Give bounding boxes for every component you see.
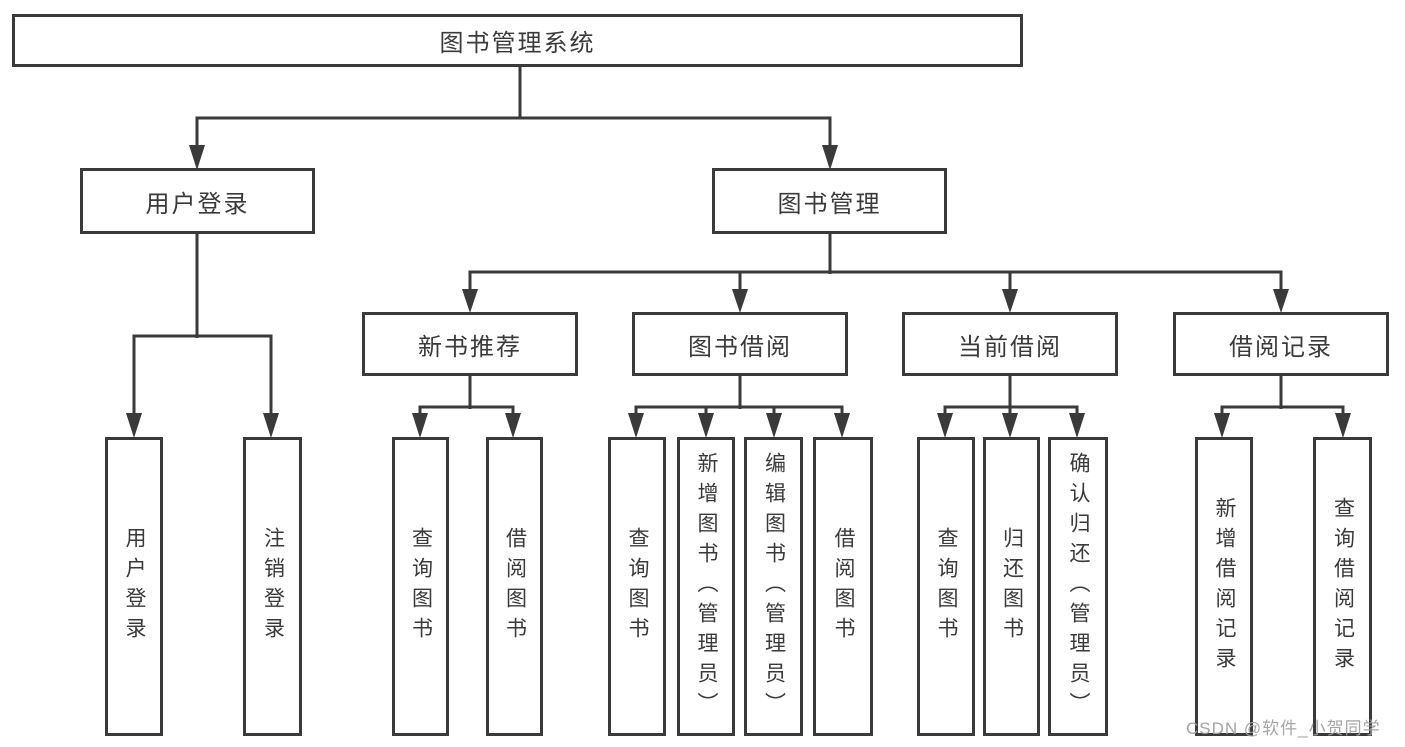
node-borrowing-records: 借阅记录 (1173, 312, 1389, 376)
node-label: 图书借阅 (688, 333, 792, 361)
leaf-add-books-admin: 新增图书（管理员） (677, 437, 735, 736)
node-current-borrowing: 当前借阅 (902, 312, 1118, 376)
connector-book-borrow-branch (628, 375, 850, 438)
node-label: 图书管理 (777, 190, 882, 218)
node-label: 借阅图书 (832, 526, 855, 647)
node-label: 查询图书 (409, 526, 433, 647)
node-label: 借阅记录 (1229, 333, 1333, 361)
leaf-borrow-books-recommend: 借阅图书 (486, 437, 543, 736)
leaf-borrow-books: 借阅图书 (813, 437, 873, 736)
leaf-confirm-return-admin: 确认归还（管理员） (1048, 437, 1108, 736)
leaf-logout-login: 注销登录 (243, 437, 302, 736)
leaf-return-books: 归还图书 (983, 437, 1040, 736)
leaf-query-borrow-record: 查询借阅记录 (1313, 437, 1372, 736)
node-book-borrowing: 图书借阅 (632, 312, 848, 376)
node-label: 新增借阅记录 (1213, 496, 1236, 677)
node-label: 查询图书 (626, 526, 649, 647)
node-label: 编辑图书（管理员） (762, 451, 786, 722)
connector-borrow-record-branch (1214, 375, 1351, 438)
node-label: 新增图书（管理员） (695, 451, 718, 722)
node-label: 用户登录 (145, 190, 250, 218)
connector-book-management-branch (462, 233, 1289, 313)
node-label: 当前借阅 (958, 333, 1062, 361)
connector-new-book-branch (412, 375, 521, 438)
node-label: 用户登录 (123, 526, 146, 647)
node-label: 确认归还（管理员） (1067, 451, 1090, 722)
node-label: 图书管理系统 (439, 30, 596, 57)
leaf-query-books-recommend: 查询图书 (392, 437, 449, 736)
leaf-add-borrow-record: 新增借阅记录 (1195, 437, 1253, 736)
node-label: 查询借阅记录 (1331, 496, 1355, 677)
node-user-login: 用户登录 (80, 168, 315, 234)
node-label: 借阅图书 (503, 526, 527, 647)
node-book-management: 图书管理 (712, 168, 947, 234)
connector-root-branch (189, 66, 838, 170)
node-label: 新书推荐 (418, 333, 522, 361)
leaf-query-books-borrowing: 查询图书 (608, 437, 666, 736)
node-label: 归还图书 (1000, 526, 1024, 647)
connector-current-borrow-branch (937, 375, 1085, 438)
leaf-user-login: 用户登录 (105, 437, 163, 736)
watermark: CSDN @软件_小贺同学 (1186, 719, 1381, 738)
node-library-management-system: 图书管理系统 (12, 14, 1023, 67)
node-new-book-recommendation: 新书推荐 (362, 312, 578, 376)
leaf-edit-books-admin: 编辑图书（管理员） (744, 437, 803, 736)
node-label: 查询图书 (935, 526, 958, 647)
node-label: 注销登录 (261, 526, 285, 647)
leaf-query-books-current: 查询图书 (917, 437, 975, 736)
connector-user-login-branch (126, 233, 279, 438)
